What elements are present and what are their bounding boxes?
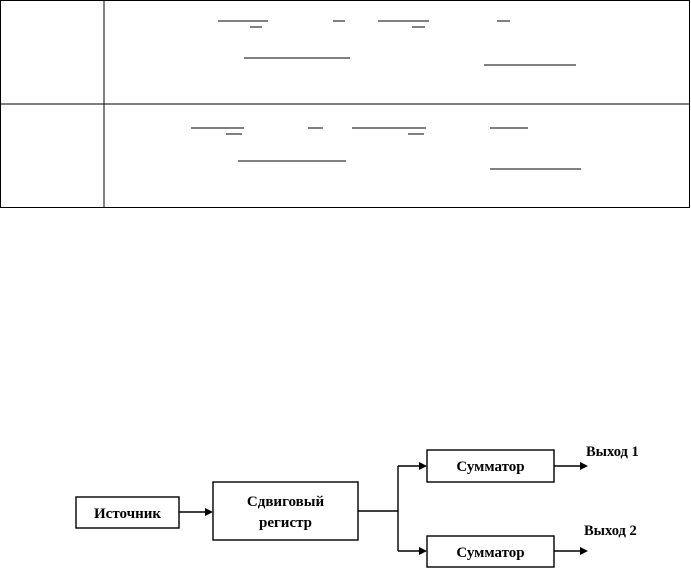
encoder-diagram-graphic: Источник Сдвиговый регистр Сумматор Сумм [75, 444, 639, 568]
output1-arrow [580, 462, 588, 470]
shift-register-block: Сдвиговый регистр [212, 481, 359, 541]
shift-register-label-line1: Сдвиговый [247, 494, 325, 510]
formula-table-graphic [0, 0, 690, 208]
formula-table [0, 0, 691, 210]
shift-register-box [212, 481, 359, 541]
source-to-register-arrow [205, 508, 213, 516]
row1-formula-fragments [218, 20, 576, 66]
bus-to-top-adder-arrow [419, 462, 427, 470]
bus-to-bottom-adder-arrow [419, 547, 427, 555]
row2-formula-fragments [191, 127, 581, 170]
top-adder-block: Сумматор [426, 449, 555, 483]
source-block: Источник [75, 496, 180, 529]
output1-label: Выход 1 [586, 444, 639, 460]
bottom-adder-label: Сумматор [456, 545, 524, 561]
encoder-block-diagram: Источник Сдвиговый регистр Сумматор Сумм [0, 430, 691, 580]
output2-arrow [580, 547, 588, 555]
shift-register-label-line2: регистр [259, 515, 312, 531]
top-adder-box [426, 449, 555, 483]
output2-label: Выход 2 [584, 523, 637, 539]
bottom-adder-block: Сумматор [426, 535, 555, 568]
source-label: Источник [94, 506, 161, 522]
top-adder-label: Сумматор [456, 459, 524, 475]
